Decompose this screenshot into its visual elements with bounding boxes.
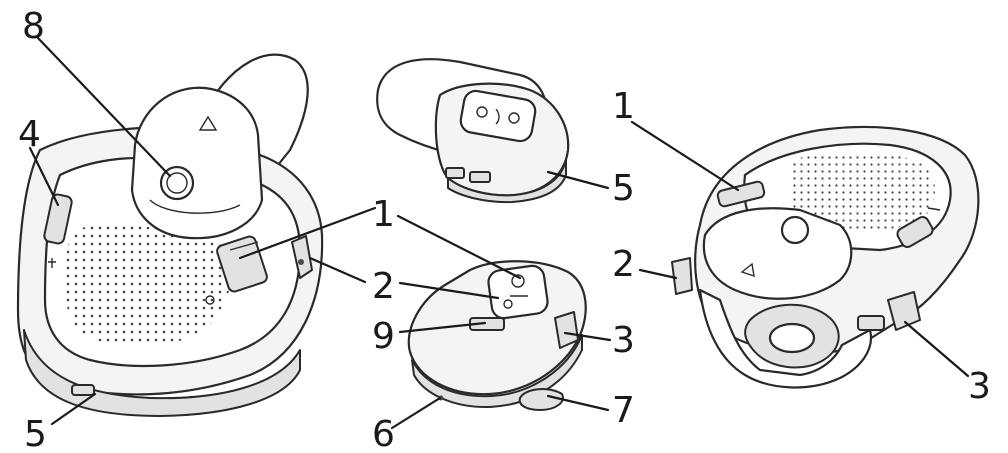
- callout-2-right: 2: [612, 244, 635, 285]
- callout-1-right: 1: [612, 86, 635, 127]
- center-device-illustration: [409, 261, 586, 410]
- leader-1-right: [632, 122, 738, 190]
- callout-5-top: 5: [612, 168, 635, 209]
- callout-5-left: 5: [24, 414, 47, 453]
- right-device-button-housing: [704, 208, 851, 298]
- left-device-bottom-port: [72, 385, 94, 395]
- left-device-button-housing: [132, 88, 262, 238]
- right-device-left-socket: [672, 258, 692, 294]
- right-device-illustration: [672, 127, 978, 387]
- center-device-side-port: [555, 312, 578, 348]
- callout-8-left: 8: [22, 6, 45, 47]
- callout-9-center: 9: [372, 316, 395, 357]
- callout-1-center: 1: [372, 194, 395, 235]
- top-device-port: [470, 172, 490, 182]
- leader-6-center: [392, 398, 440, 428]
- left-device-speaker-grille: [65, 222, 230, 347]
- callout-3-center: 3: [612, 320, 635, 361]
- callout-6-center: 6: [372, 414, 395, 453]
- callout-2-center: 2: [372, 266, 395, 307]
- center-device-bottom-knob: [520, 389, 563, 410]
- callout-3-right: 3: [968, 366, 991, 407]
- leader-1-center-b: [398, 216, 520, 278]
- left-device-illustration: [18, 55, 322, 416]
- callout-7-center: 7: [612, 390, 635, 431]
- callout-4-left: 4: [18, 114, 41, 155]
- leader-3-right: [905, 322, 968, 376]
- top-device-illustration: [377, 59, 568, 202]
- center-device-control-pad: [487, 264, 549, 319]
- right-device-round-button: [782, 217, 808, 243]
- leader-2-right: [640, 270, 676, 278]
